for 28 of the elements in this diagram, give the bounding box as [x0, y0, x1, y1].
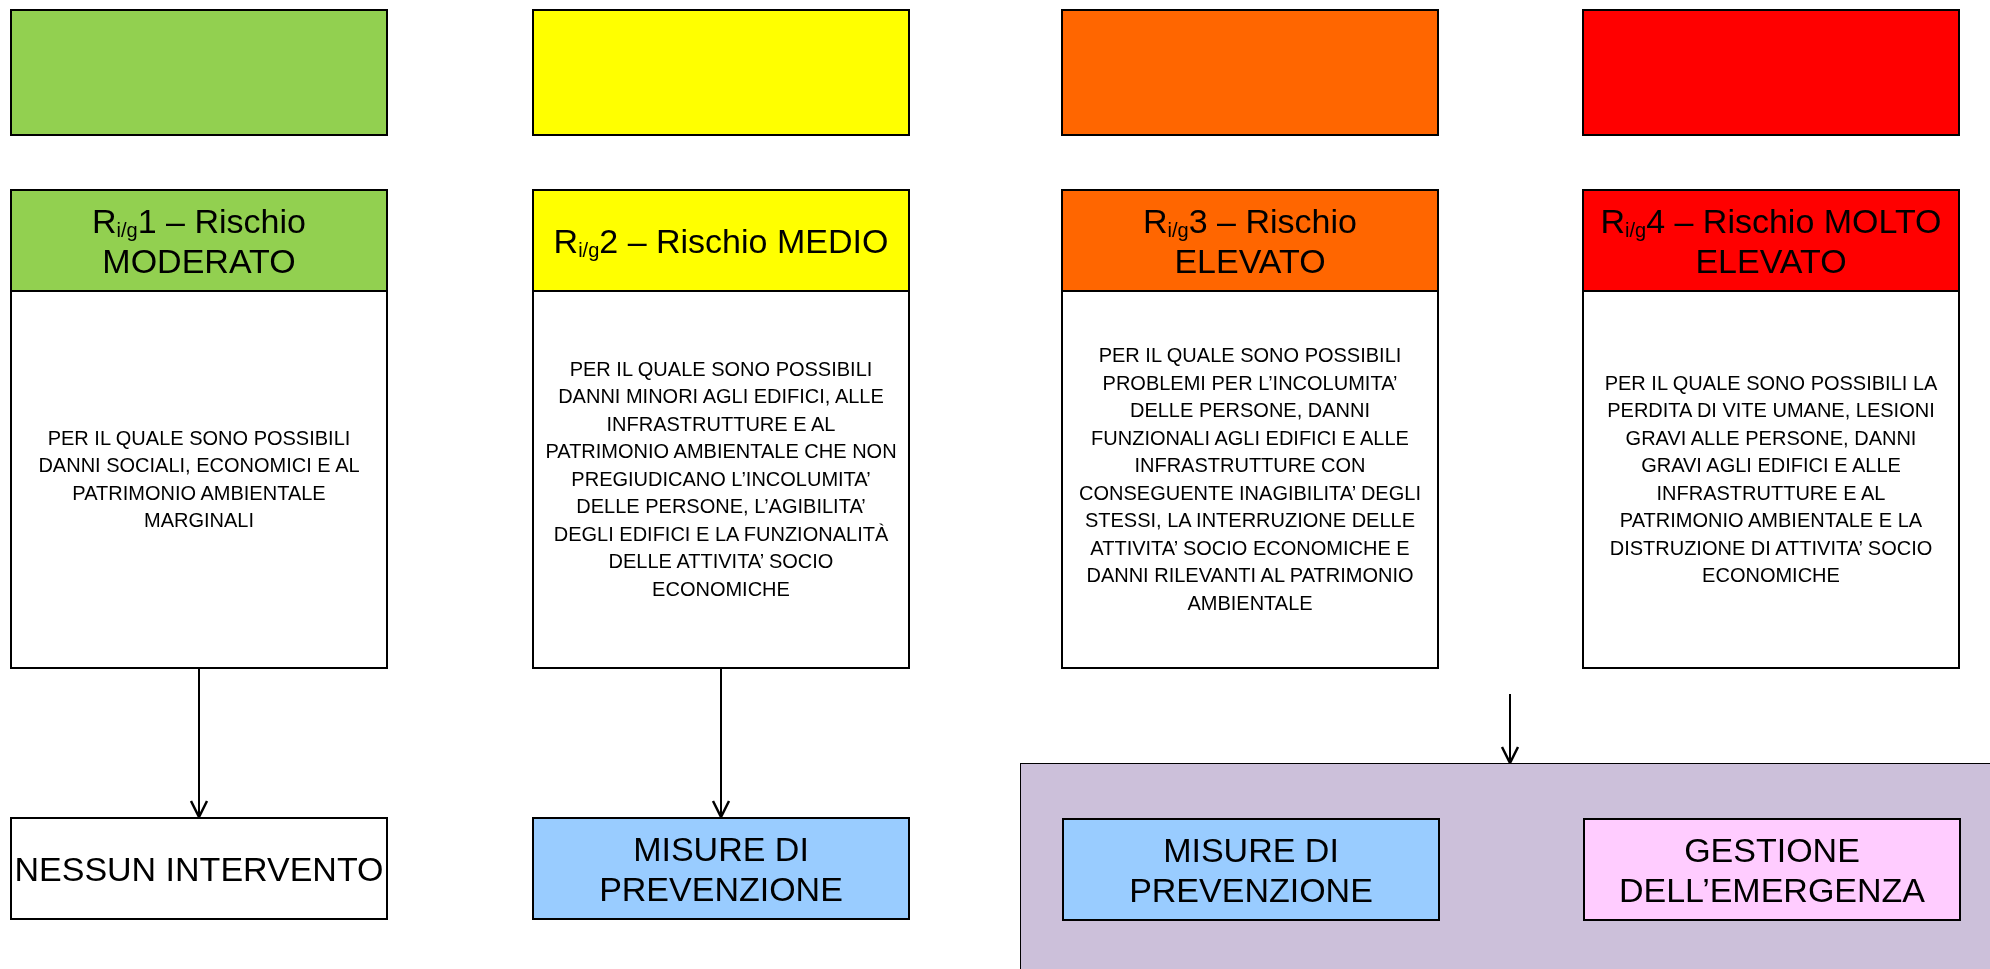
- arrow: [711, 668, 731, 819]
- color-swatch: [1061, 9, 1439, 136]
- color-swatch: [532, 9, 910, 136]
- arrow: [189, 668, 209, 819]
- action-box: [1062, 818, 1440, 921]
- action-box: [10, 817, 388, 920]
- group-panel: [1020, 763, 1990, 969]
- action-label: NESSUN INTERVENTO: [14, 848, 384, 889]
- risk-card: [532, 189, 910, 669]
- arrow: [1500, 693, 1520, 765]
- risk-card: [10, 189, 388, 669]
- risk-level-title: R$_{i/g}$1 – Rischio MODERATO: [91, 200, 307, 281]
- risk-card: [1582, 189, 1960, 669]
- action-box: [1583, 818, 1961, 921]
- action-label: MISURE DI PREVENZIONE: [598, 828, 844, 909]
- color-swatch: [1582, 9, 1960, 136]
- risk-description: PER IL QUALE SONO POSSIBILI PROBLEMI PER L’INCOLUMITA’ DELLE PERSONE, DANNI FUNZIONALI AGLI EDIFICI E ALLE INFRASTRUTTURE CON CONSEGUENTE INAGIBILITA’ DEGLI STESSI, LA INTERRUZIONE DELLE ATTIVITA’ SOCIO ECONOMICHE E DANNI RILEVANTI AL PATRIMONIO AMBIENTALE: [1078, 343, 1422, 616]
- risk-level-title: R$_{i/g}$2 – Rischio MEDIO: [553, 220, 889, 261]
- risk-level-title: R$_{i/g}$4 – Rischio MOLTO ELEVATO: [1599, 200, 1943, 281]
- risk-level-title: R$_{i/g}$3 – Rischio ELEVATO: [1142, 200, 1358, 281]
- risk-description: PER IL QUALE SONO POSSIBILI DANNI SOCIALI, ECONOMICI E AL PATRIMONIO AMBIENTALE MARGINALI: [37, 425, 361, 533]
- risk-description: PER IL QUALE SONO POSSIBILI DANNI MINORI AGLI EDIFICI, ALLE INFRASTRUTTURE E AL PATRIMONIO AMBIENTALE CHE NON PREGIUDICANO L’INCOLUMITA’ DELLE PERSONE, L’AGIBILITA’ DEGLI EDIFICI E LA FUNZIONALITÀ DELLE ATTIVITA’ SOCIO ECONOMICHE: [544, 356, 898, 602]
- color-swatch: [10, 9, 388, 136]
- risk-description: PER IL QUALE SONO POSSIBILI LA PERDITA DI VITE UMANE, LESIONI GRAVI ALLE PERSONE, DANNI GRAVI AGLI EDIFICI E ALLE INFRASTRUTTURE E AL PATRIMONIO AMBIENTALE E LA DISTRUZIONE DI ATTIVITA’ SOCIO ECONOMICHE: [1603, 370, 1939, 588]
- action-label: MISURE DI PREVENZIONE: [1128, 829, 1374, 910]
- action-label: GESTIONE DELL’EMERGENZA: [1617, 829, 1927, 910]
- risk-card: [1061, 189, 1439, 669]
- action-box: [532, 817, 910, 920]
